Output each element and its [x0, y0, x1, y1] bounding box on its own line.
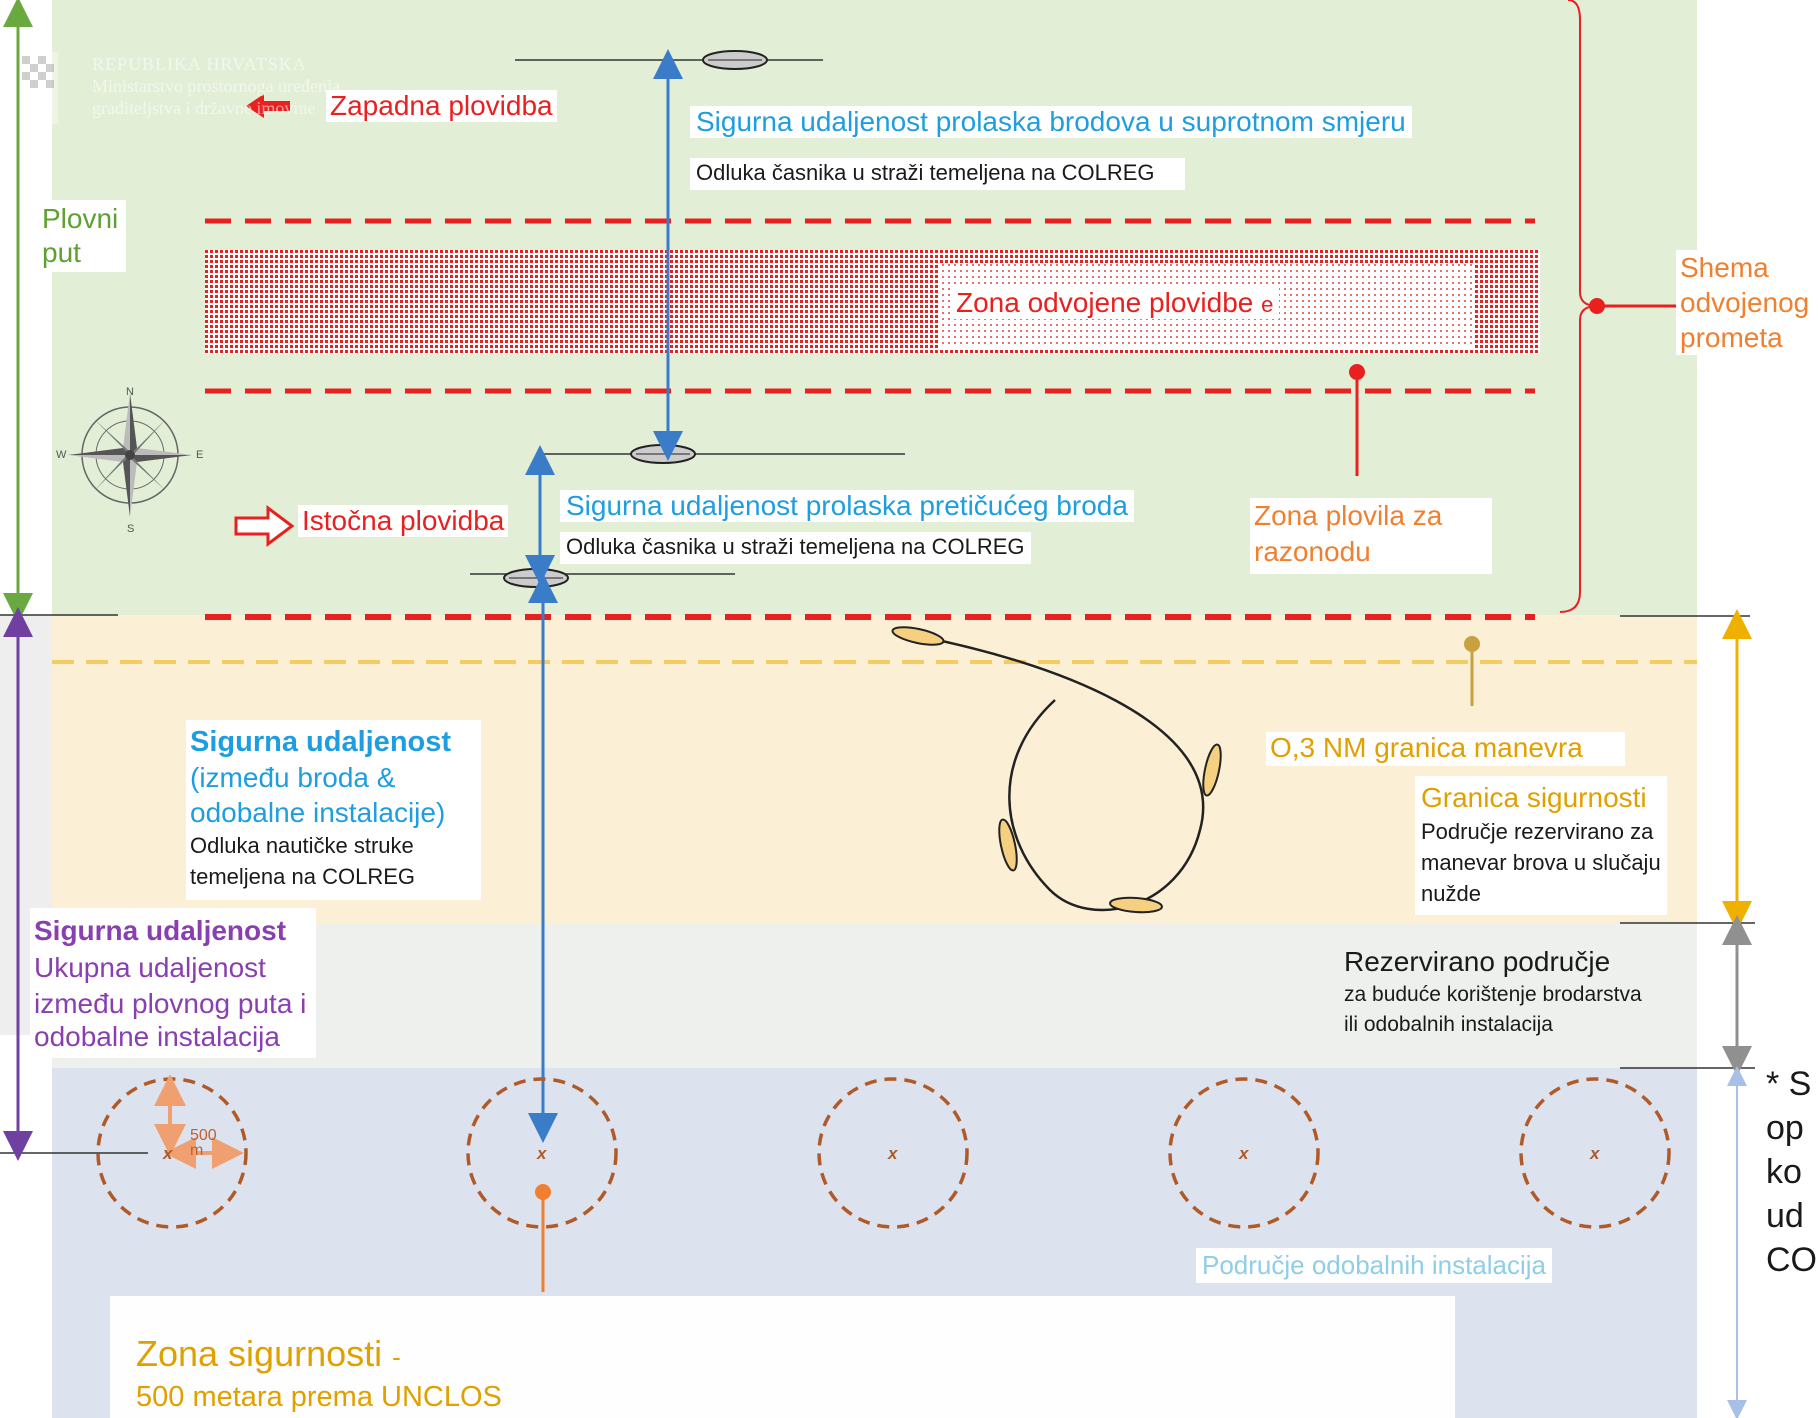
ship-eastbound-icon — [630, 444, 696, 464]
installation-mark: x — [1239, 1144, 1249, 1163]
compass-rose-icon — [68, 393, 192, 517]
safe-distance-ship-line3: Odluka nautičke struke — [190, 833, 414, 858]
safety-limit-block: Granica sigurnosti Područje rezervirano … — [1415, 776, 1667, 915]
safety-limit-line1: Područje rezervirano za — [1421, 819, 1654, 844]
coat-of-arms-icon — [18, 52, 58, 124]
maneuver-limit-pointer — [1464, 636, 1480, 706]
safety-limit-title: Granica sigurnosti — [1421, 782, 1647, 813]
radius-label-unit: m — [190, 1142, 204, 1159]
safe-distance-ship-title: Sigurna udaljenost — [190, 726, 452, 758]
overtaking-distance-title: Sigurna udaljenost prolaska pretičućeg b… — [560, 490, 1134, 522]
eastbound-arrow-icon — [234, 505, 295, 547]
safety-zone-dash: - — [392, 1342, 401, 1372]
safe-distance-ship-line1: (između broda & — [190, 762, 396, 793]
safe-distance-ship-line2: odobalne instalacije) — [190, 797, 446, 828]
reserved-band — [52, 923, 1697, 1068]
reserved-area-line2: ili odobalnih instalacija — [1344, 1013, 1553, 1036]
radius-label-value: 500 — [190, 1127, 217, 1144]
compass-w: W — [56, 449, 67, 461]
installation-zone — [466, 1077, 618, 1229]
safety-zone-pointer — [535, 1184, 551, 1292]
safe-distance-total-line1: Ukupna udaljenost — [34, 952, 266, 983]
maneuver-limit-label: O,3 NM granica manevra — [1266, 732, 1625, 766]
installation-mark: x — [1590, 1144, 1600, 1163]
turning-circle — [891, 626, 1222, 914]
leisure-zone-line1: Zona plovila za — [1254, 500, 1443, 531]
safety-zone-title-row: Zona sigurnosti - — [136, 1332, 502, 1379]
safety-zone-title: Zona sigurnosti — [136, 1333, 383, 1374]
safety-zone-block: Zona sigurnosti - 500 metara prema UNCLO… — [136, 1332, 502, 1415]
overtaking-distance-sub: Odluka časnika u straži temeljena na COL… — [560, 532, 1031, 564]
installation-mark: x — [163, 1144, 173, 1163]
safe-distance-total-line2: između plovnog puta i — [34, 988, 307, 1019]
header-country: REPUBLIKA HRVATSKA — [92, 54, 307, 74]
safe-distance-total-line3: odobalne instalacija — [34, 1021, 280, 1052]
safe-distance-ship-block: Sigurna udaljenost (između broda & odoba… — [186, 720, 482, 900]
installation-zone — [1519, 1077, 1671, 1229]
installation-zone — [1168, 1077, 1320, 1229]
installation-zone — [817, 1077, 969, 1229]
leisure-zone-line2: razonodu — [1254, 536, 1371, 567]
separation-zone-e: e — [1261, 292, 1274, 317]
footnote-block: * S op ko ud CO — [1766, 1062, 1817, 1282]
footnote-line3: ko — [1766, 1153, 1802, 1191]
fairway-label: Plovni put — [38, 200, 127, 272]
compass-s: S — [127, 523, 135, 535]
footnote-line1: * S — [1766, 1065, 1812, 1103]
safe-distance-total-block: Sigurna udaljenost Ukupna udaljenost izm… — [30, 908, 317, 1058]
safe-distance-total-title: Sigurna udaljenost — [34, 915, 287, 946]
eastbound-label: Istočna plovidba — [298, 505, 509, 537]
separation-zone-text: Zona odvojene plovidbe — [956, 287, 1254, 318]
compass-n: N — [126, 386, 134, 398]
safety-zone-sub: 500 metara prema UNCLOS — [136, 1381, 502, 1413]
installation-mark: x — [537, 1144, 547, 1163]
safety-zone-panel — [110, 1296, 1455, 1418]
tss-label-line2: odvojenog — [1680, 287, 1810, 318]
tss-label: Shema odvojenog prometa — [1676, 250, 1814, 355]
safe-distance-ship-line4: temeljena na COLREG — [190, 864, 415, 889]
reserved-area-title: Rezervirano područje — [1344, 946, 1611, 977]
safety-limit-line3: nužde — [1421, 881, 1481, 906]
footnote-line5: CO — [1766, 1241, 1817, 1279]
fairway-label-line1: Plovni — [42, 203, 119, 234]
footnote-line4: ud — [1766, 1197, 1804, 1235]
safety-limit-line2: manevar brova u slučaju — [1421, 850, 1661, 875]
tss-label-line1: Shema — [1680, 252, 1769, 283]
westbound-label: Zapadna plovidba — [326, 90, 557, 122]
ship-westbound-icon — [702, 50, 768, 70]
footnote-line2: op — [1766, 1109, 1804, 1147]
tss-label-line3: prometa — [1680, 322, 1783, 353]
compass-e: E — [196, 449, 204, 461]
ship-overtaking-icon — [503, 568, 569, 588]
offshore-area-label: Područje odobalnih instalacija — [1196, 1248, 1553, 1283]
header-ministry-line2: graditeljstva i državne imovine — [92, 98, 316, 118]
opposite-distance-title: Sigurna udaljenost prolaska brodova u su… — [690, 106, 1412, 138]
leisure-zone-label: Zona plovila za razonodu — [1250, 498, 1493, 574]
radius-label: 500 m — [190, 1127, 217, 1159]
tss-pointer — [1589, 298, 1680, 314]
installation-mark: x — [888, 1144, 898, 1163]
leisure-zone-pointer — [1349, 364, 1365, 476]
separation-zone-label: Zona odvojene plovidbe e — [950, 287, 1280, 319]
opposite-distance-sub: Odluka časnika u straži temeljena na COL… — [690, 158, 1185, 190]
reserved-area-line1: za buduće korištenje brodarstva — [1344, 983, 1642, 1006]
fairway-label-line2: put — [42, 237, 81, 268]
reserved-area-block: Rezervirano područje za buduće korištenj… — [1344, 944, 1642, 1040]
header-ministry-line1: Ministarstvo prostornoga uređenja, — [92, 76, 345, 96]
westbound-arrow-icon — [246, 94, 290, 118]
